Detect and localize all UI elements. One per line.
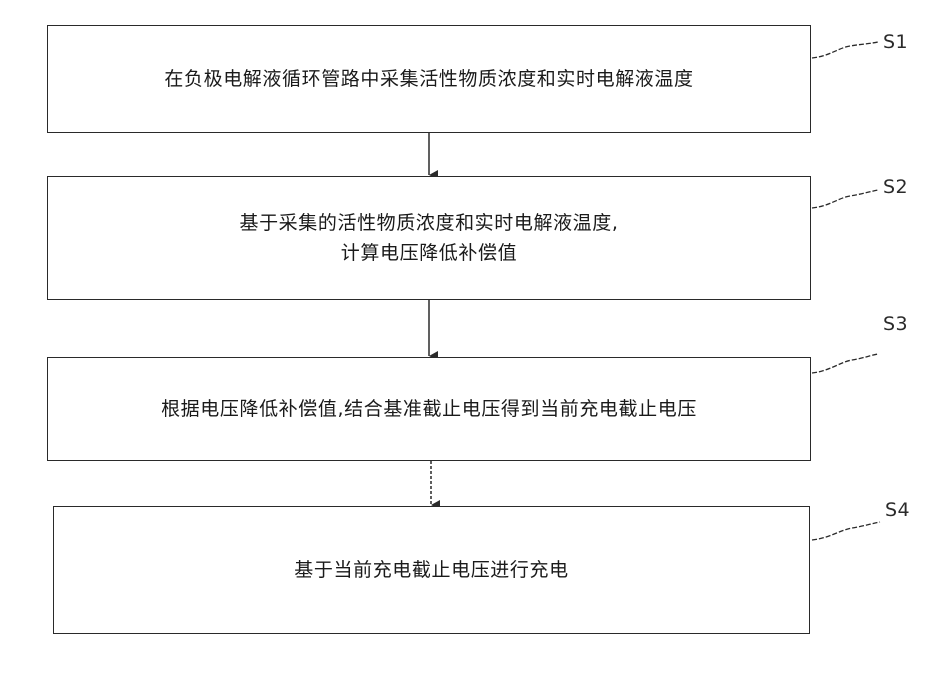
step-box-s1: 在负极电解液循环管路中采集活性物质浓度和实时电解液温度: [47, 25, 811, 133]
step-s4-text: 基于当前充电截止电压进行充电: [294, 555, 568, 585]
step-box-s2: 基于采集的活性物质浓度和实时电解液温度, 计算电压降低补偿值: [47, 176, 811, 300]
step-s1-text: 在负极电解液循环管路中采集活性物质浓度和实时电解液温度: [164, 64, 693, 94]
leader-s2: [812, 190, 878, 208]
step-label-s3: S3: [883, 313, 908, 335]
step-box-s4: 基于当前充电截止电压进行充电: [53, 506, 810, 634]
leader-s3: [812, 354, 878, 373]
step-label-s4: S4: [885, 499, 910, 521]
step-label-s2: S2: [883, 176, 908, 198]
step-s3-text: 根据电压降低补偿值,结合基准截止电压得到当前充电截止电压: [161, 394, 697, 424]
step-s2-text-line-1: 基于采集的活性物质浓度和实时电解液温度,: [239, 208, 618, 238]
step-label-s1: S1: [883, 31, 908, 53]
leader-s4: [812, 522, 880, 540]
leader-s1: [812, 42, 878, 58]
step-s2-text-line-2: 计算电压降低补偿值: [341, 238, 517, 268]
step-box-s3: 根据电压降低补偿值,结合基准截止电压得到当前充电截止电压: [47, 357, 811, 461]
